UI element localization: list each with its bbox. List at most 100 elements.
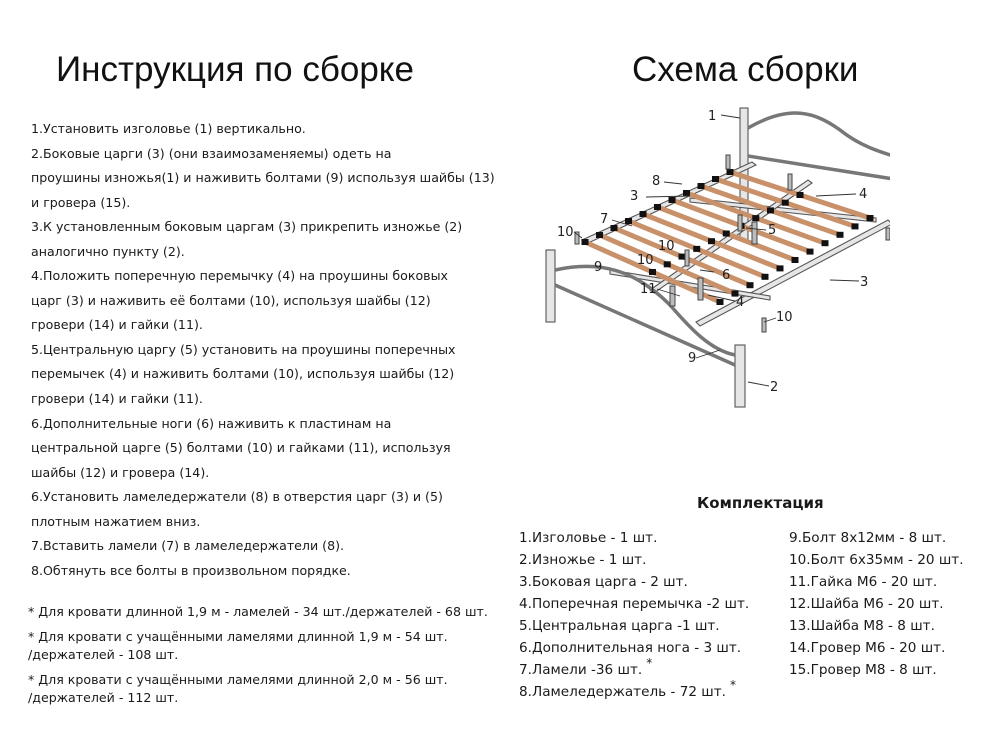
callout-label: 3 [860,275,868,290]
extra-leg [697,277,704,301]
headboard-rail [747,154,890,181]
step-line: 6.Дополнительные ноги (6) наживить к пла… [31,415,392,431]
lamella-holder [625,218,632,224]
side-rail-right [695,219,890,327]
step-line: 3.К установленным боковым царгам (3) при… [31,219,463,235]
lamella-holder [866,215,874,221]
footnote: * Для кровати длинной 1,9 м - ламелей - … [28,603,488,621]
lamella-holder [668,197,676,203]
step-line: аналогично пункту (2). [31,243,185,259]
lamella-holder [851,223,859,230]
footnote: * Для кровати с учащёнными ламелями длин… [28,671,488,707]
step-line: 4.Положить поперечную перемычку (4) на п… [31,268,448,284]
scheme-title: Схема сборки [632,50,859,89]
lamella-holder [639,211,647,217]
footnotes: * Для кровати длинной 1,9 м - ламелей - … [28,603,488,714]
asterisk-mark: * [646,656,653,670]
assembly-steps: 1.Установить изголовье (1) вертикально. … [31,117,511,583]
lamella-holder [726,169,734,175]
bolt-icon [761,317,767,333]
bolt-icon [787,173,793,191]
footboard-post [545,249,556,323]
lamella-holder [821,240,829,247]
kit-item: 5.Центральная царга -1 шт. [519,618,720,634]
bolt-icon [725,154,731,170]
step-line: гровери (14) и гайки (11). [31,391,203,407]
instructions-title: Инструкция по сборке [56,50,414,89]
kit-item: 9.Болт 8х12мм - 8 шт. [789,530,947,546]
kit-item: 14.Гровер М6 - 20 шт. [789,640,946,656]
callout-line [611,219,633,227]
lamella-holder [697,183,705,189]
lamella-holder [654,204,661,210]
footboard-post [734,344,746,408]
lamella-holder [649,269,656,275]
lamella-holder [693,245,701,252]
kit-item: 12.Шайба М6 - 20 шт. [789,596,944,612]
callout-line [745,227,767,231]
callout-line [695,349,721,359]
callout-label: 6 [722,268,730,283]
lamellae-group [581,169,874,305]
callout-label: 10 [637,253,654,268]
kit-item: 15.Гровер М8 - 8 шт. [789,662,937,678]
lamella-holder [683,190,690,196]
callout-label: 7 [600,212,608,227]
callout-label: 10 [776,310,793,325]
footboard-rail [554,283,736,367]
footnote: * Для кровати с учащёнными ламелями длин… [28,628,488,664]
lamella-holder [767,207,774,214]
extra-leg [751,221,758,245]
step-line: и гровера (15). [31,194,131,210]
bolt-icon [885,227,890,241]
callout-label: 5 [768,223,776,238]
lamella-holder [836,231,844,238]
callout-line [747,381,770,387]
callout-label: 10 [557,225,574,240]
lamella-holder [796,192,804,198]
step-line: 1.Установить изголовье (1) вертикально. [31,121,306,136]
footnote-line: * Для кровати длинной 1,9 м - ламелей - … [28,604,488,619]
lamella-holder [752,215,760,222]
callout-line [829,279,860,282]
kit-item-text: 7.Ламели -36 шт. [519,662,643,678]
bolt-icon [574,231,580,245]
lamella-holder [806,248,814,255]
kit-list-left: 1.Изголовье - 1 шт. 2.Изножье - 1 шт. 3.… [519,527,749,703]
lamella-holder [776,265,784,272]
step-line: проушины изножья(1) и наживить болтами (… [31,170,495,186]
lamella-holder [746,282,754,289]
callout-line [707,294,736,302]
callout-label: 9 [594,260,602,275]
callout-line [663,181,683,185]
callout-label: 10 [658,239,675,254]
kit-item: 6.Дополнительная нога - 3 шт. [519,640,742,656]
kit-title: Комплектация [697,494,824,512]
footboard [545,249,746,408]
lamella-holder [761,273,769,280]
bolt-icon [684,249,690,267]
kit-item: 3.Боковая царга - 2 шт. [519,574,688,590]
callout-line [573,231,583,239]
kit-item: 11.Гайка М6 - 20 шт. [789,574,938,590]
step-line: плотным нажатием вниз. [31,513,201,529]
lamella-holder [791,257,799,263]
callout-line [720,114,741,119]
lamella-holder [581,239,589,245]
step-line: 7.Вставить ламели (7) в ламеледержатели … [31,538,345,554]
kit-item-holders: 8.Ламеледержатель - 72 шт.* [519,678,749,703]
callout-label: 4 [859,187,867,202]
headboard-rail [747,111,890,157]
asterisk-mark: * [730,678,736,692]
lamella-holder [610,225,618,231]
lamella-holder [678,253,686,260]
lamella-holder [716,299,724,305]
callout-line [763,317,777,323]
step-line: 5.Центральную царгу (5) установить на пр… [31,341,456,357]
bed-assembly-diagram: 1 2 3 3 4 4 5 6 7 8 9 9 10 10 10 10 11 [545,107,890,408]
footnote-line: * Для кровати с учащёнными ламелями длин… [28,672,448,687]
callout-line [645,195,691,198]
callout-label: 9 [688,351,696,366]
lamella-holder [781,199,789,206]
kit-item-lamellae: 7.Ламели -36 шт.* [519,656,749,681]
